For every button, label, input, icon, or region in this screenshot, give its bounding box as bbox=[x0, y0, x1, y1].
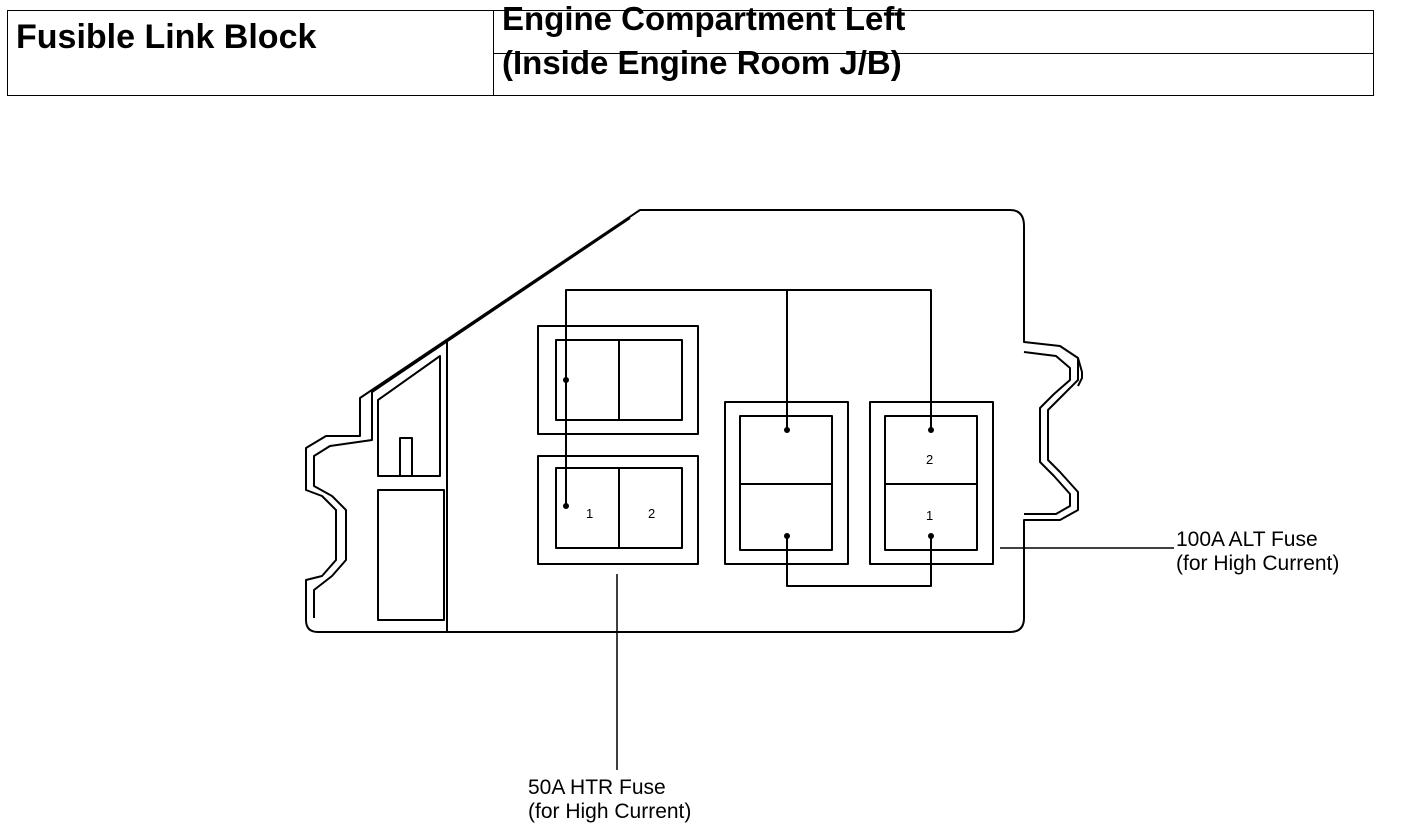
header-title: Fusible Link Block bbox=[16, 18, 317, 56]
housing-inner-edge bbox=[313, 217, 631, 618]
htr-fuse-label: 50A HTR Fuse (for High Current) bbox=[528, 776, 691, 824]
header-row-divider bbox=[493, 53, 1373, 54]
htr-pin-2: 2 bbox=[648, 506, 655, 521]
bottom-wire bbox=[786, 536, 932, 587]
htr-fuse-outer bbox=[537, 455, 699, 565]
left-compartment-slot bbox=[399, 437, 413, 477]
left-compartment-upper bbox=[377, 355, 441, 477]
spare-fuse-outer bbox=[537, 325, 699, 435]
alt-pin-2: 2 bbox=[926, 452, 933, 467]
alt-pin-1: 1 bbox=[926, 508, 933, 523]
housing-outline bbox=[305, 209, 1079, 633]
wire-node bbox=[928, 533, 934, 539]
wire-node bbox=[928, 427, 934, 433]
location-line2: (Inside Engine Room J/B) bbox=[502, 44, 902, 81]
htr-fuse-label-line1: 50A HTR Fuse bbox=[528, 776, 666, 799]
top-wire bbox=[565, 289, 932, 506]
location-line1: Engine Compartment Left bbox=[502, 0, 906, 37]
wire-node bbox=[563, 377, 569, 383]
wire-node bbox=[784, 533, 790, 539]
alt-fuse-label-line2: (for High Current) bbox=[1176, 552, 1340, 575]
alt-fuse-label-line1: 100A ALT Fuse bbox=[1176, 528, 1318, 551]
left-compartment-lower bbox=[377, 489, 445, 621]
htr-fuse-label-line2: (for High Current) bbox=[528, 800, 692, 823]
wire-node bbox=[784, 427, 790, 433]
htr-pin-1: 1 bbox=[586, 506, 593, 521]
housing-right-tab-inner bbox=[1023, 351, 1071, 515]
housing-right-tab-outer bbox=[1077, 357, 1083, 387]
wire-node bbox=[563, 503, 569, 509]
header-table bbox=[7, 10, 1374, 96]
alt-fuse-label: 100A ALT Fuse (for High Current) bbox=[1176, 528, 1339, 576]
